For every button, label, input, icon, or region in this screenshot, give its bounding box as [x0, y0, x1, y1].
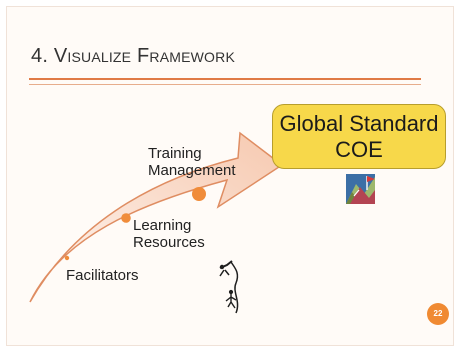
title-divider-secondary: [29, 84, 421, 85]
slide-title: 4. Visualize Framework: [31, 45, 235, 67]
climbers-icon: [219, 260, 239, 314]
learning-resources-label-line2: Resources: [133, 234, 205, 251]
facilitators-marker: [64, 255, 70, 261]
mountain-flag-icon: [346, 174, 375, 204]
learning-resources-label-line1: Learning: [133, 217, 192, 234]
training-management-label-line2: Management: [148, 162, 236, 179]
global-standard-coe-line1: Global Standard: [279, 111, 439, 136]
facilitators-label-text: Facilitators: [66, 267, 139, 284]
training-management-label-line1: Training: [148, 145, 202, 162]
facilitators-label: Facilitators: [66, 267, 139, 284]
learning-resources-marker: [121, 213, 131, 223]
global-standard-coe-line2: COE: [335, 137, 383, 162]
growth-arrow: [29, 131, 284, 303]
training-management-marker: [192, 187, 206, 201]
learning-resources-label: Learning Resources: [133, 217, 205, 251]
global-standard-coe-box: Global Standard COE: [272, 104, 446, 169]
page-number-badge: 22: [427, 303, 449, 325]
title-divider: [29, 78, 421, 80]
training-management-label: Training Management: [148, 145, 236, 179]
